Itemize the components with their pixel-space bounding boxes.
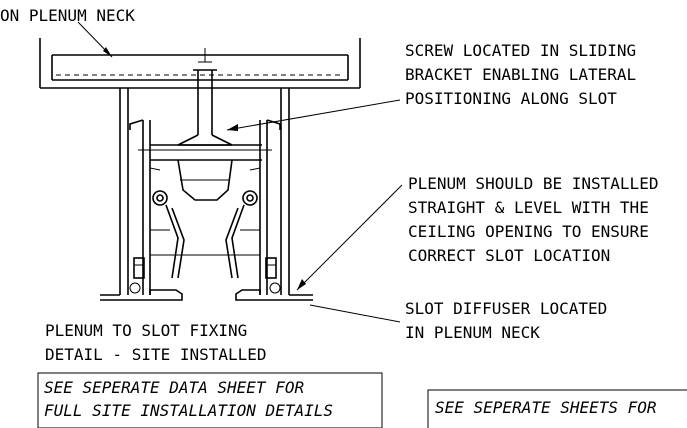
ceiling-flanges bbox=[100, 282, 313, 301]
plenum-note-line-3: CEILING OPENING TO ENSURE bbox=[408, 222, 649, 241]
separate-sheets-box: SEE SEPERATE SHEETS FOR bbox=[427, 389, 687, 428]
separate-sheets-text: SEE SEPERATE SHEETS FOR bbox=[435, 398, 657, 417]
screw-note-line-2: BRACKET ENABLING LATERAL bbox=[405, 65, 636, 84]
slot-note-line-1: SLOT DIFFUSER LOCATED bbox=[405, 299, 607, 318]
plenum-note-line-1: PLENUM SHOULD BE INSTALLED bbox=[408, 174, 658, 193]
data-sheet-line-2: FULL SITE INSTALLATION DETAILS bbox=[44, 401, 333, 420]
slot-diffuser bbox=[129, 119, 281, 295]
plenum-neck bbox=[119, 88, 290, 295]
fixing-title-line-2: DETAIL - SITE INSTALLED bbox=[45, 345, 267, 364]
screw-note-line-3: POSITIONING ALONG SLOT bbox=[405, 89, 617, 108]
screw-bracket bbox=[150, 48, 262, 151]
plenum-note-line-2: STRAIGHT & LEVEL WITH THE bbox=[408, 198, 649, 217]
leader-lines bbox=[77, 21, 403, 323]
neck-note: ON PLENUM NECK bbox=[0, 6, 135, 25]
screw-note-line-1: SCREW LOCATED IN SLIDING bbox=[405, 41, 636, 60]
slot-note-line-2: IN PLENUM NECK bbox=[405, 323, 540, 342]
plenum-note-line-4: CORRECT SLOT LOCATION bbox=[408, 246, 610, 265]
fixing-title-line-1: PLENUM TO SLOT FIXING bbox=[45, 321, 247, 340]
plenum-box bbox=[39, 38, 361, 89]
data-sheet-line-1: SEE SEPERATE DATA SHEET FOR bbox=[44, 378, 304, 397]
data-sheet-box: SEE SEPERATE DATA SHEET FOR FULL SITE IN… bbox=[37, 372, 383, 428]
